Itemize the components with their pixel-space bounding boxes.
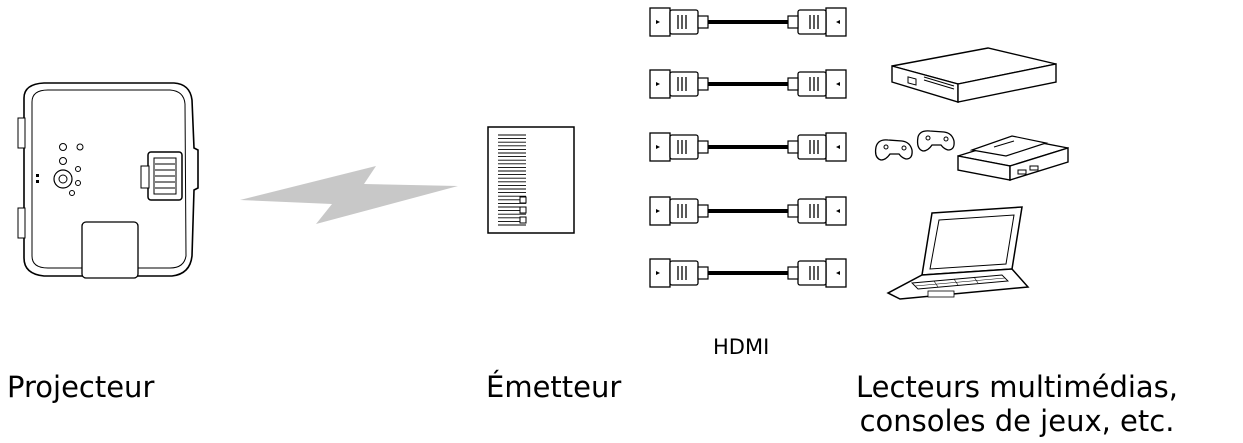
transmitter-icon <box>487 126 575 234</box>
game-controller-icon <box>874 130 955 161</box>
hdmi-cable-icon <box>649 132 847 162</box>
transmitter-label: Émetteur <box>486 370 622 404</box>
hdmi-cable-icon <box>649 258 847 288</box>
wireless-signal-icon <box>240 166 458 224</box>
hdmi-cable-icon <box>649 196 847 226</box>
projector-label: Projecteur <box>7 370 155 404</box>
hdmi-cable-icon <box>649 69 847 99</box>
media-player-icon <box>891 47 1057 103</box>
projector-icon <box>17 82 199 279</box>
hdmi-cable-icon <box>649 7 847 37</box>
game-console-icon <box>957 135 1069 181</box>
sources-label: Lecteurs multimédias, consoles de jeux, … <box>855 370 1179 438</box>
hdmi-label: HDMI <box>713 335 770 359</box>
laptop-icon <box>886 206 1030 300</box>
